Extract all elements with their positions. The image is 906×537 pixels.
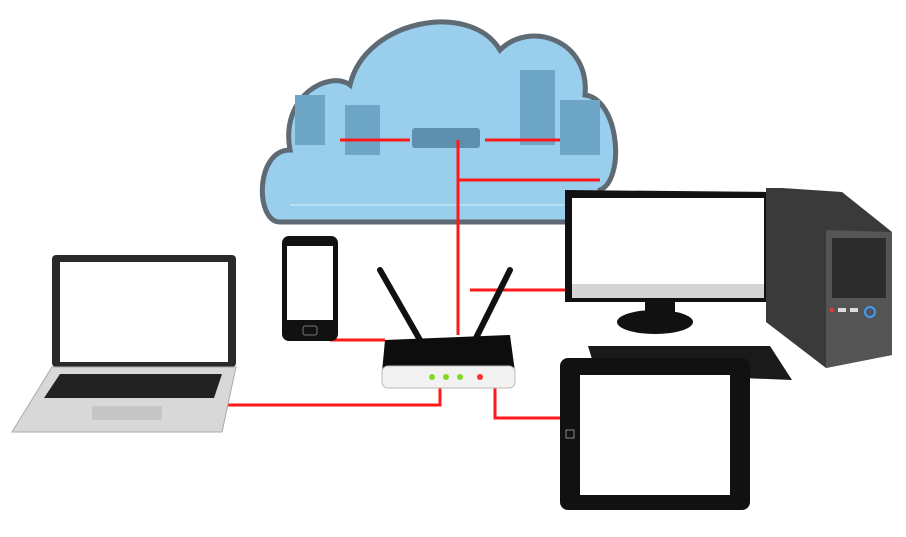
- laptop-icon: [11, 255, 237, 433]
- router-icon: [377, 267, 516, 389]
- cloud-icon: [259, 19, 619, 225]
- smartphone-icon: [282, 236, 338, 341]
- monitor-icon: [565, 190, 770, 334]
- network-cables: [222, 138, 801, 420]
- tablet-icon: [560, 358, 750, 510]
- desktop-tower-icon: [766, 188, 892, 368]
